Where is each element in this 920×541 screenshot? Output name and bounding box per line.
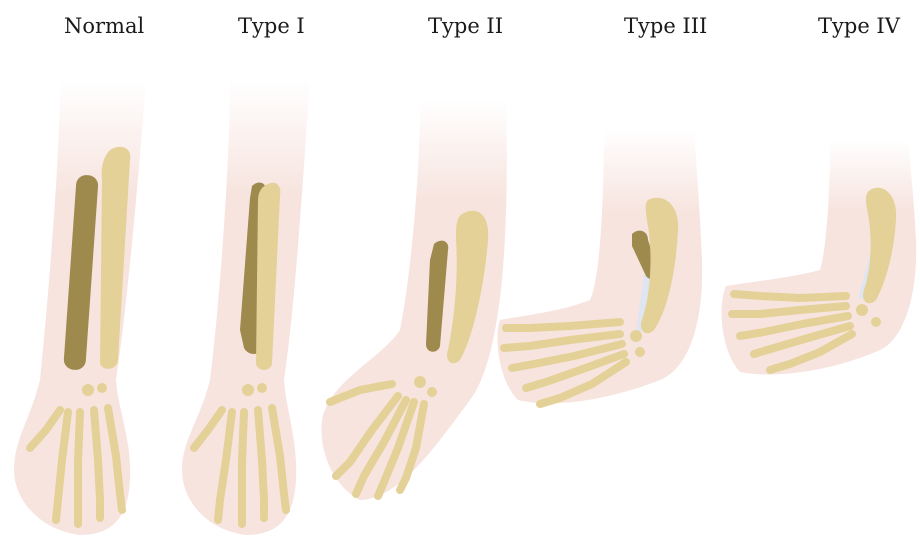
arm-type-1 xyxy=(182,80,310,535)
carpal-type-3-2 xyxy=(635,347,645,357)
carpal-type-2-1 xyxy=(414,376,426,388)
carpal-type-3-1 xyxy=(630,330,642,342)
carpal-normal-1 xyxy=(82,384,94,396)
arm-type-3 xyxy=(497,130,702,404)
arm-type-4 xyxy=(722,140,917,375)
arm-normal xyxy=(14,80,146,535)
carpal-type-1-2 xyxy=(257,383,267,393)
carpal-normal-2 xyxy=(97,383,107,393)
arm-type-2 xyxy=(322,100,507,500)
carpal-type-4-1 xyxy=(856,304,868,316)
carpal-type-4-2 xyxy=(871,317,881,327)
carpal-type-2-2 xyxy=(427,387,437,397)
carpal-type-1-1 xyxy=(242,384,254,396)
